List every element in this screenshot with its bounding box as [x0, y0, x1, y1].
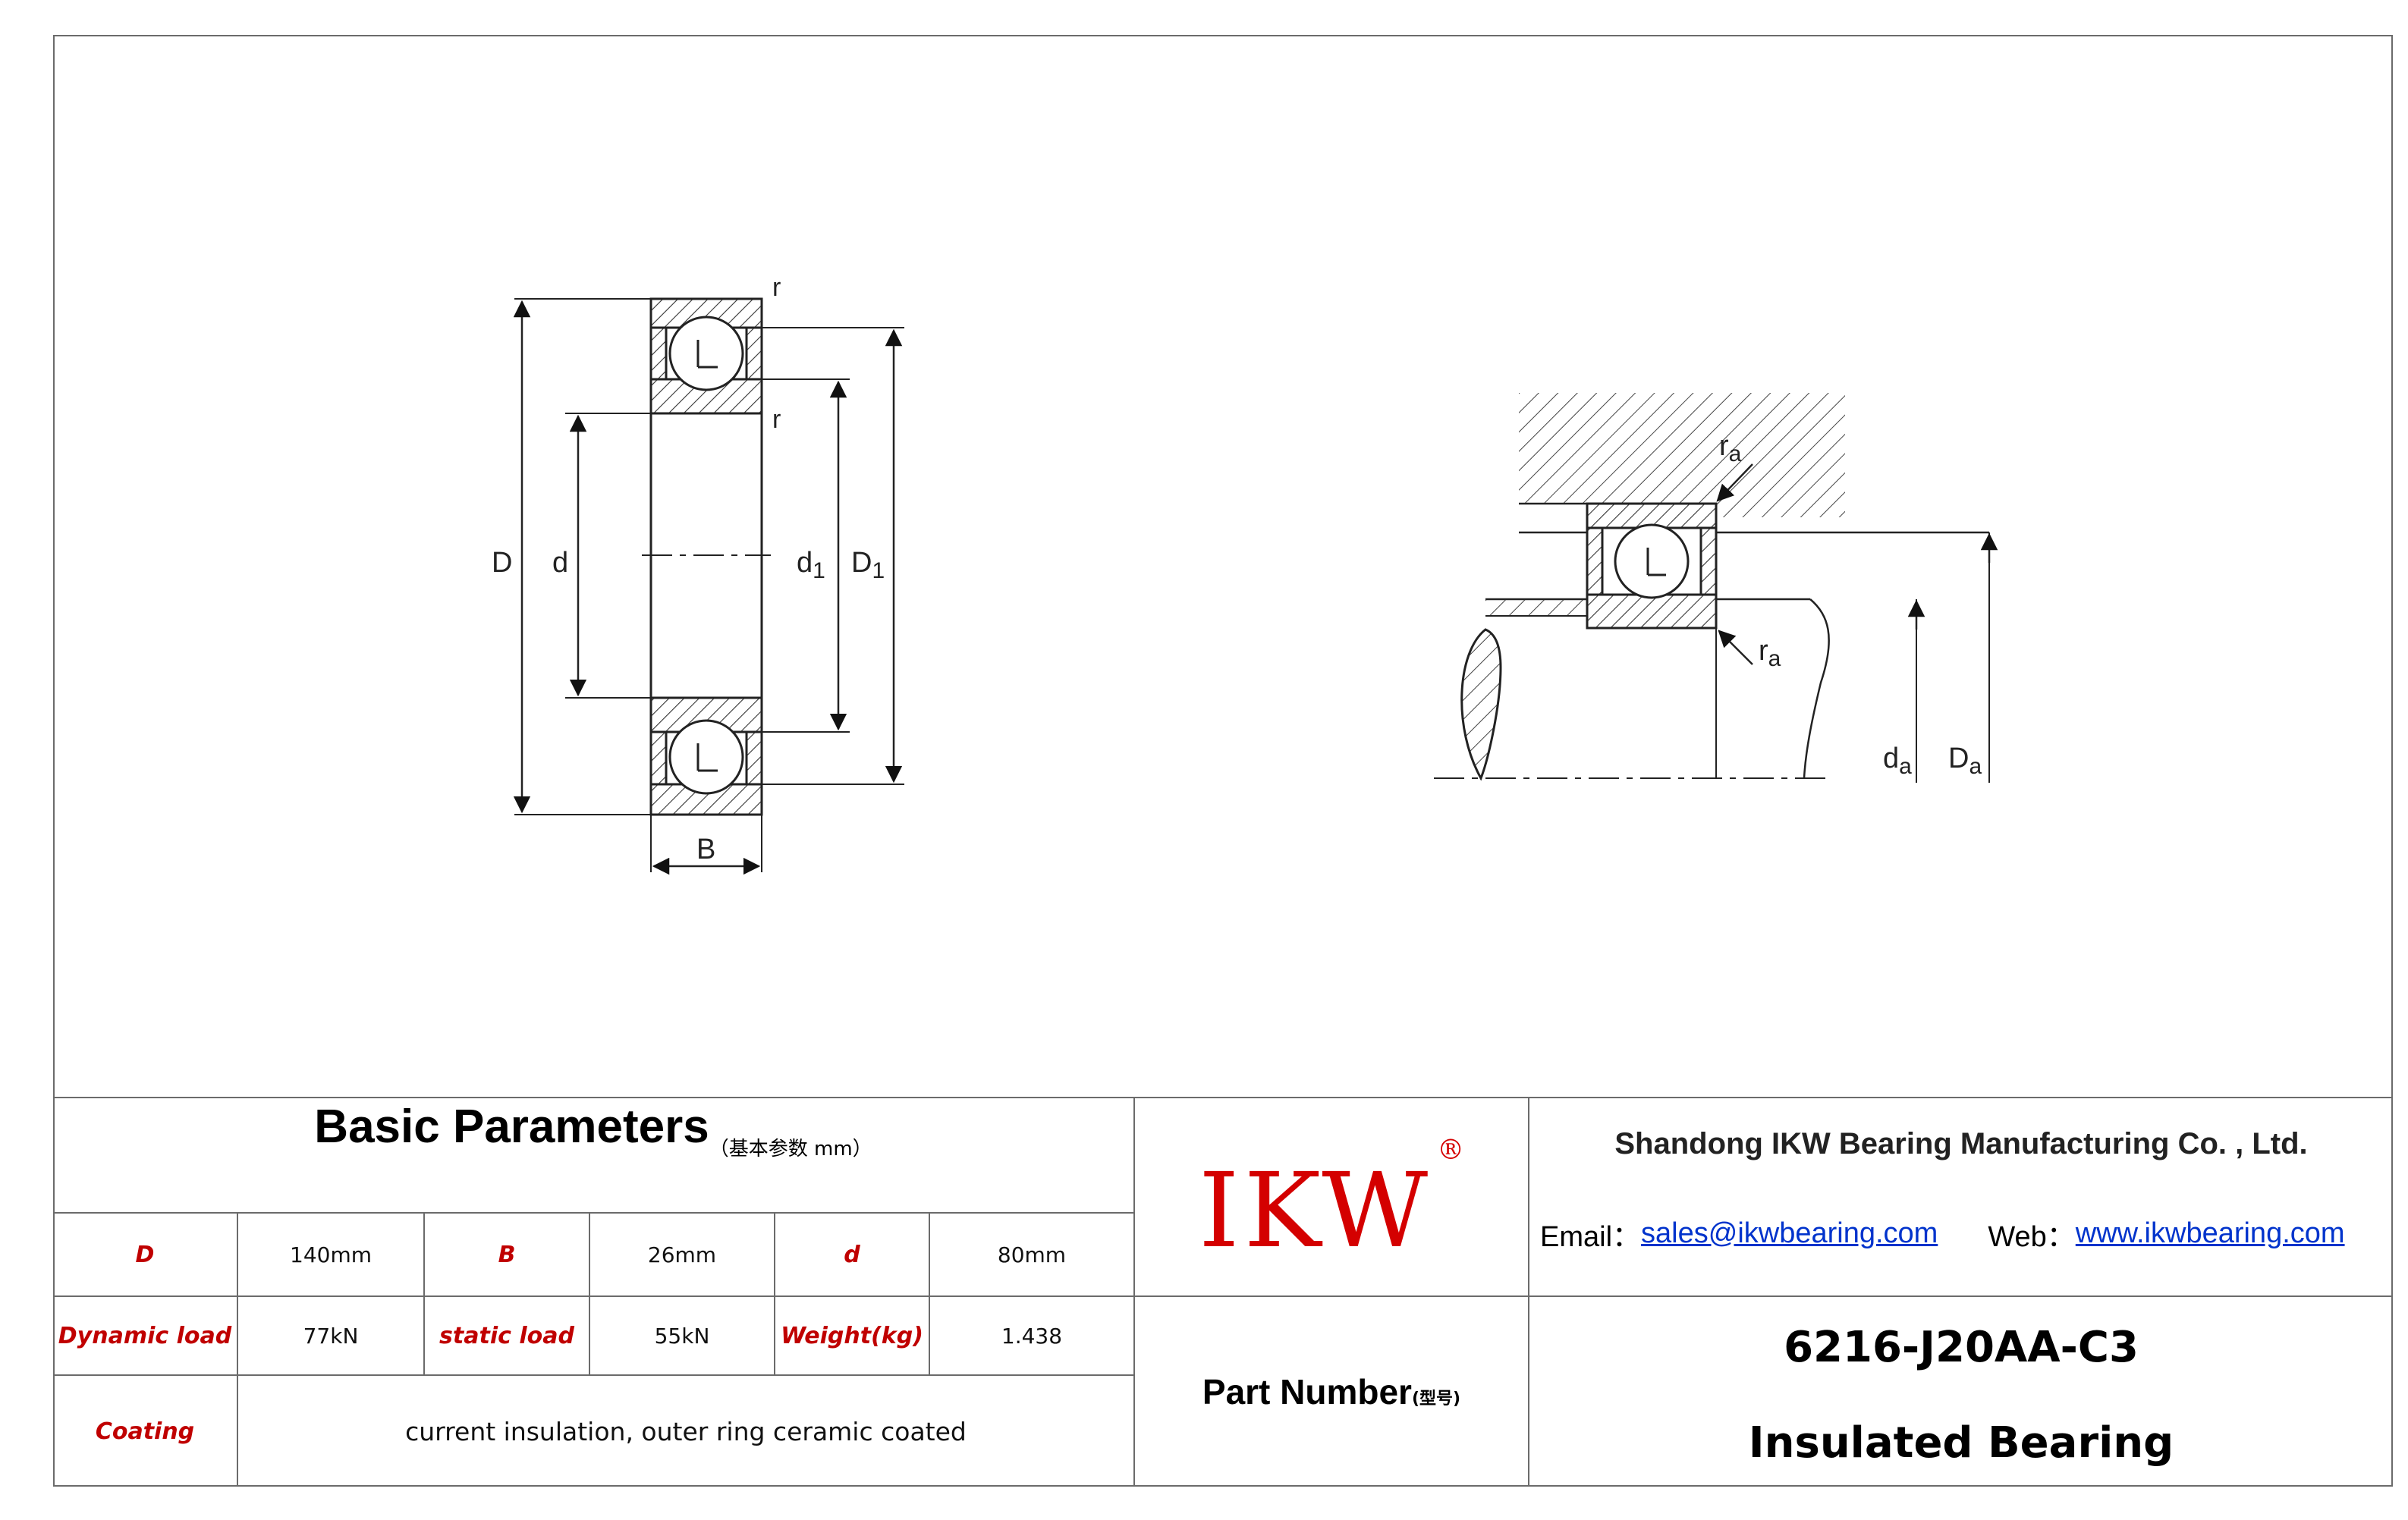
label-da: da — [1883, 743, 1912, 779]
label-weight: Weight(kg) — [781, 1322, 923, 1349]
value-d: 80mm — [997, 1242, 1067, 1267]
label-r-top: r — [772, 273, 781, 302]
label-D-cell: D — [135, 1241, 155, 1268]
label-d1: d1 — [797, 547, 825, 583]
mounting-detail-view — [1434, 393, 1998, 783]
title-block: Basic Parameters （基本参数 mm） D 140mm B 26m… — [53, 1097, 2393, 1487]
value-static-load: 55kN — [654, 1323, 710, 1349]
detail-ball — [1614, 523, 1690, 599]
left-view-labels: r r D d d1 D1 B — [492, 273, 885, 865]
label-B-cell: B — [498, 1241, 516, 1268]
label-ra-bottom: ra — [1759, 635, 1781, 671]
label-static-load: static load — [439, 1322, 574, 1349]
label-Da: Da — [1948, 743, 1982, 779]
ball-top — [668, 316, 744, 391]
value-B: 26mm — [647, 1242, 717, 1267]
bearing-section-view — [513, 297, 904, 875]
label-d: d — [552, 547, 568, 579]
label-dynamic-load: Dynamic load — [58, 1322, 232, 1349]
part-number-label-cell: Part Number (型号) — [1135, 1297, 1528, 1487]
drawing-frame — [53, 35, 2393, 1487]
part-number-note: (型号) — [1411, 1390, 1461, 1409]
value-weight: 1.438 — [1001, 1323, 1063, 1349]
logo-text: IKW — [1198, 1151, 1433, 1271]
ikw-logo: IKW ® — [1135, 1097, 1528, 1295]
label-r-mid: r — [772, 405, 781, 434]
logo-registered: ® — [1437, 1135, 1465, 1166]
label-D: D — [492, 547, 512, 579]
ra-leader-bottom — [1718, 630, 1753, 665]
web-link[interactable]: www.ikwbearing.com — [2075, 1217, 2345, 1249]
label-coating: Coating — [95, 1418, 195, 1445]
shaft-section — [1460, 628, 1502, 781]
params-title-cell: Basic Parameters （基本参数 mm） — [53, 1097, 1133, 1212]
value-coating: current insulation, outer ring ceramic c… — [405, 1416, 967, 1446]
product-type: Insulated Bearing — [1748, 1418, 2174, 1468]
ball-bottom — [668, 719, 744, 795]
params-title: Basic Parameters — [314, 1101, 709, 1153]
value-dynamic-load: 77kN — [303, 1323, 359, 1349]
email-label: Email： — [1540, 1220, 1642, 1253]
web-label: Web： — [1988, 1220, 2076, 1253]
technical-drawing: r r D d d1 D1 B — [492, 273, 1998, 875]
label-ra-top: ra — [1719, 430, 1742, 466]
company-name: Shandong IKW Bearing Manufacturing Co. ,… — [1614, 1126, 2308, 1160]
right-view-labels: ra ra da Da — [1719, 430, 1982, 779]
email-link[interactable]: sales@ikwbearing.com — [1641, 1217, 1938, 1249]
label-D1: D1 — [851, 547, 885, 583]
label-B: B — [696, 834, 715, 865]
product-model: 6216-J20AA-C3 — [1784, 1322, 2139, 1372]
params-title-note: （基本参数 mm） — [709, 1138, 872, 1160]
ra-leader-top — [1716, 463, 1753, 502]
value-D: 140mm — [290, 1242, 372, 1267]
contact-line: Email： sales@ikwbearing.com Web： www.ikw… — [1529, 1211, 2393, 1256]
part-number-label: Part Number — [1202, 1372, 1412, 1412]
label-d-cell: d — [844, 1241, 860, 1268]
